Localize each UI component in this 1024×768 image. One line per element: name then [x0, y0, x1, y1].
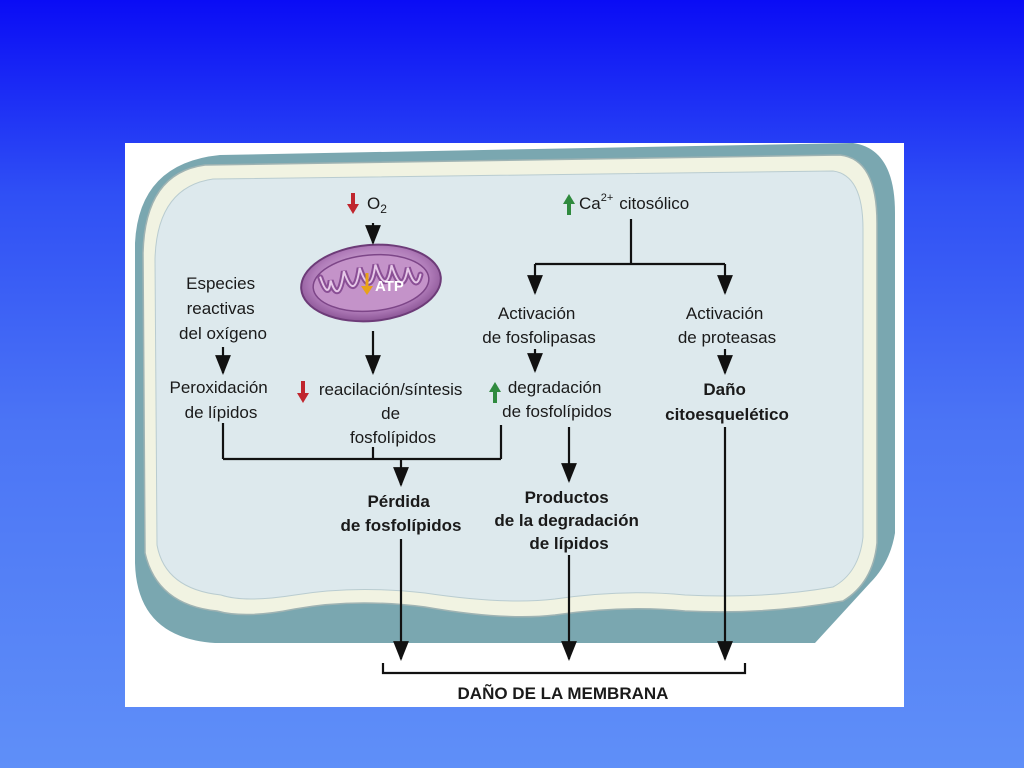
cytoskeletal-damage-label: Daño citoesquelético [665, 380, 789, 424]
phospholipase-activation-label: Activación de fosfolipasas [482, 304, 595, 347]
o2-decrease-icon [347, 193, 359, 214]
reacylation-label: reacilación/síntesis de fosfolípidos [319, 380, 467, 447]
membrane-damage-bracket [381, 663, 747, 675]
atp-label: ATP [375, 278, 404, 295]
reacylation-decrease-icon [297, 381, 309, 403]
protease-activation-label: Activación de proteasas [678, 304, 776, 347]
phospholipid-loss-label: Pérdida de fosfolípidos [341, 492, 462, 535]
degradation-increase-icon [489, 382, 501, 403]
calcium-increase-icon [563, 194, 575, 215]
atp-decrease-icon [361, 273, 373, 295]
diagram-figure: ATP O2 Ca2+citosólico Especies reactivas… [125, 143, 904, 707]
calcium-label: Ca2+citosólico [579, 192, 689, 213]
connectors [215, 219, 747, 675]
membrane-damage-label: DAÑO DE LA MEMBRANA [458, 683, 669, 703]
ros-label: Especies reactivas del oxígeno [179, 274, 267, 343]
o2-label: O2 [367, 194, 387, 216]
lipid-peroxidation-label: Peroxidación de lípidos [169, 378, 272, 422]
degradation-label: degradación de fosfolípidos [502, 378, 612, 421]
membrane-damage-diagram: ATP O2 Ca2+citosólico Especies reactivas… [135, 143, 895, 703]
mitochondrion [300, 243, 442, 323]
lipid-breakdown-products-label: Productos de la degradación de lípidos [494, 488, 643, 553]
